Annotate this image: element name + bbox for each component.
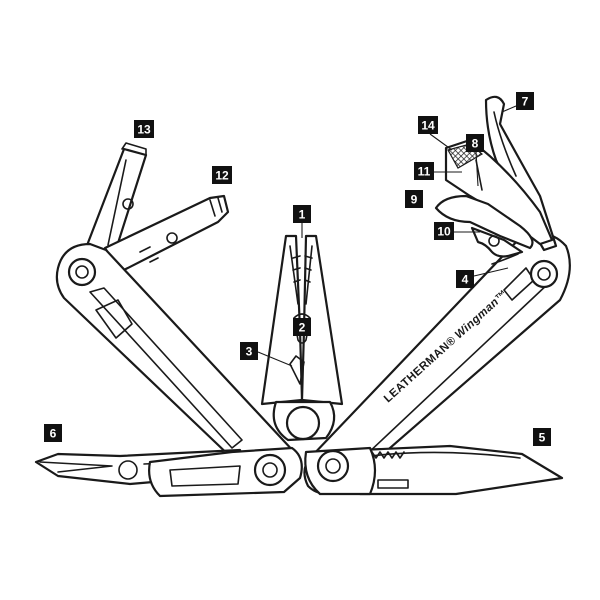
svg-text:3: 3 <box>246 345 253 359</box>
small-blade-4 <box>491 253 519 265</box>
callout-1: 1 <box>293 205 311 223</box>
svg-text:13: 13 <box>137 123 151 137</box>
left-upper-handle <box>55 242 301 492</box>
callout-9: 9 <box>405 190 423 208</box>
svg-text:8: 8 <box>472 137 479 151</box>
callout-6: 6 <box>44 424 62 442</box>
svg-text:1: 1 <box>299 208 306 222</box>
callout-3: 3 <box>240 342 258 360</box>
svg-text:9: 9 <box>411 193 418 207</box>
svg-text:4: 4 <box>462 273 469 287</box>
callout-10: 10 <box>434 222 454 240</box>
svg-text:11: 11 <box>418 165 431 179</box>
svg-text:6: 6 <box>50 427 57 441</box>
callout-7: 7 <box>516 92 534 110</box>
callout-5: 5 <box>533 428 551 446</box>
svg-text:7: 7 <box>522 95 529 109</box>
callout-11: 11 <box>414 162 434 180</box>
svg-text:2: 2 <box>299 321 306 335</box>
wire-cutter-2 <box>293 313 311 344</box>
svg-text:14: 14 <box>421 119 435 133</box>
pliers-pivot <box>272 400 336 442</box>
left-lower-handle <box>148 446 303 498</box>
svg-text:12: 12 <box>215 169 229 183</box>
wire-stripper-3 <box>289 355 305 385</box>
callout-13: 13 <box>134 120 154 138</box>
bottle-opener-tool-9 <box>434 194 534 250</box>
knife-blade-tool-5 <box>358 444 564 496</box>
hook-tool-10 <box>470 226 524 258</box>
callout-14: 14 <box>418 116 438 134</box>
svg-text:10: 10 <box>437 225 451 239</box>
callout-2: 2 <box>293 318 311 336</box>
callout-12: 12 <box>212 166 232 184</box>
right-lower-handle <box>304 446 409 496</box>
callout-4: 4 <box>456 270 474 288</box>
callout-8: 8 <box>466 134 484 152</box>
svg-text:5: 5 <box>539 431 546 445</box>
